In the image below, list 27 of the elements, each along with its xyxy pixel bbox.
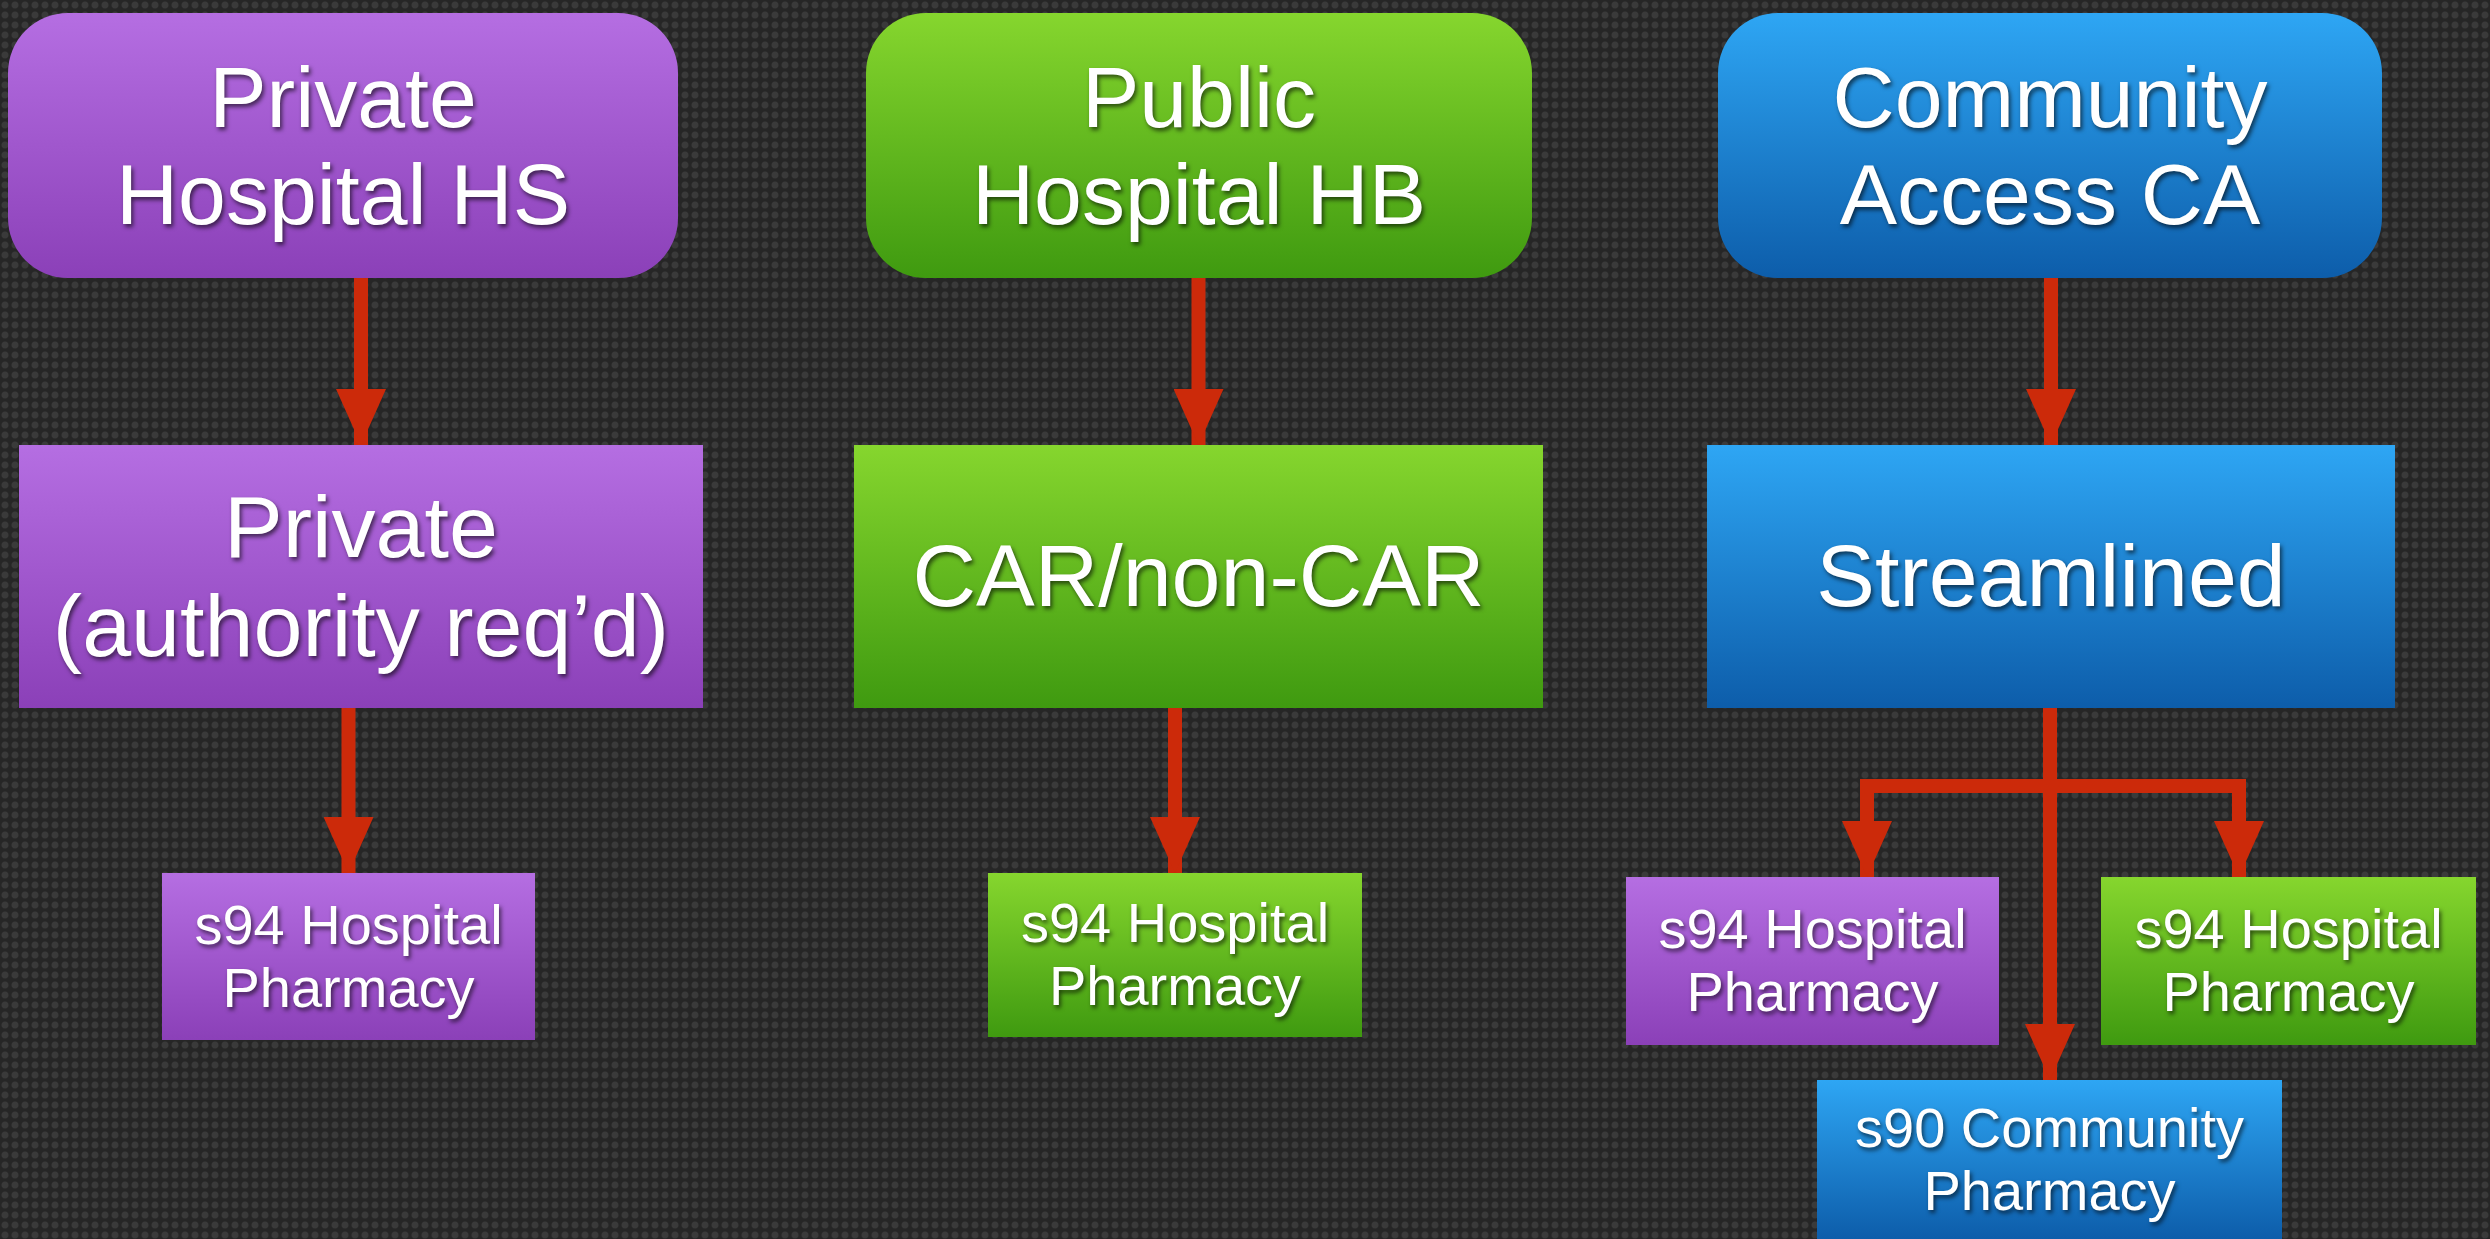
box-label: CAR/non-CAR xyxy=(912,527,1485,626)
process-box xyxy=(2101,877,2476,1045)
arrow xyxy=(323,708,374,873)
process-box xyxy=(1707,445,2395,708)
box-label: Private (authority req’d) xyxy=(51,477,671,676)
box-label: Community Access CA xyxy=(1831,49,2269,242)
rounded-box xyxy=(866,13,1532,278)
box-label: s94 Hospital Pharmacy xyxy=(1657,898,1968,1024)
rounded-box xyxy=(1718,13,2382,278)
box-label: s90 Community Pharmacy xyxy=(1854,1096,2245,1223)
rounded-box xyxy=(8,13,678,278)
process-box xyxy=(1817,1080,2282,1239)
box-label: s94 Hospital Pharmacy xyxy=(193,893,504,1020)
box-label: Public Hospital HB xyxy=(970,49,1428,242)
process-box xyxy=(19,445,703,708)
box-label: Streamlined xyxy=(1816,527,2286,626)
arrow xyxy=(1173,278,1224,445)
process-box xyxy=(1626,877,1999,1045)
arrow xyxy=(1150,708,1200,873)
box-label: Private Hospital HS xyxy=(114,49,572,242)
arrow xyxy=(2026,278,2076,445)
box-label: s94 Hospital Pharmacy xyxy=(2133,898,2444,1024)
process-box xyxy=(854,445,1543,708)
arrow xyxy=(336,278,386,445)
process-box xyxy=(988,873,1362,1037)
box-label: s94 Hospital Pharmacy xyxy=(1019,892,1331,1018)
process-box xyxy=(162,873,535,1040)
